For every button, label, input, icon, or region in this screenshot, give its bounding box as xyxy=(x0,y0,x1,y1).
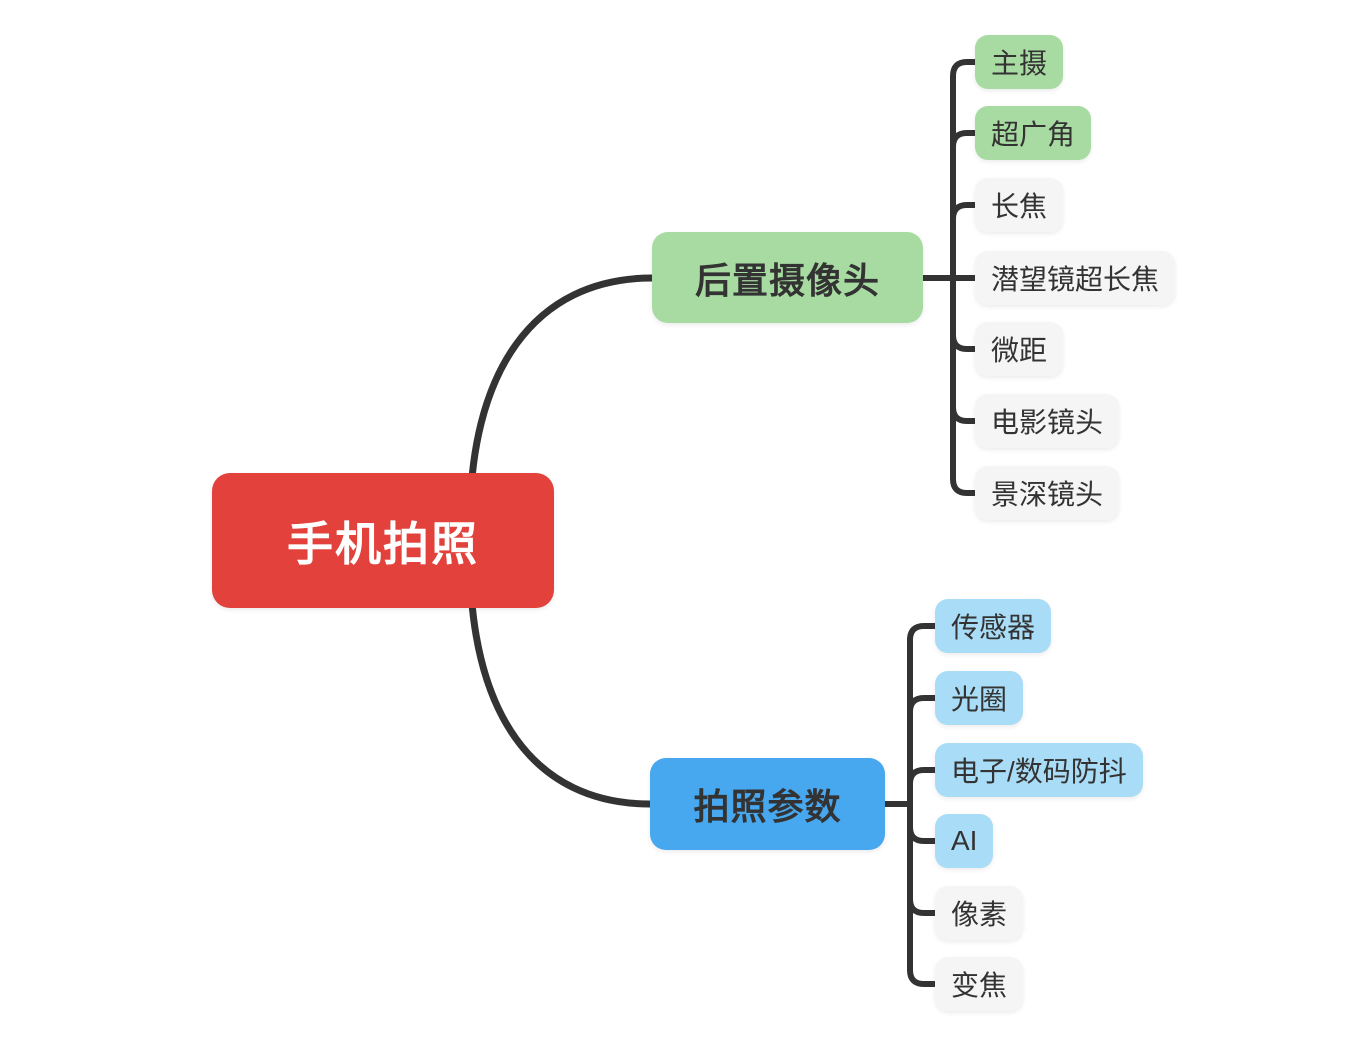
child-node-periscope-telephoto[interactable]: 潜望镜超长焦 xyxy=(975,251,1176,305)
edge-trunk-zoom xyxy=(907,801,938,987)
child-node-ultra-wide[interactable]: 超广角 xyxy=(975,106,1092,160)
child-node-sensor[interactable]: 传感器 xyxy=(935,599,1052,653)
edge-trunk-ultra-wide xyxy=(950,130,978,281)
branch-node-rear-camera[interactable]: 后置摄像头 xyxy=(652,232,923,323)
edge-trunk-macro xyxy=(950,275,978,352)
edge-trunk-aperture xyxy=(907,695,938,807)
child-node-main-camera[interactable]: 主摄 xyxy=(975,35,1064,89)
edge-root-rear-camera xyxy=(466,274,656,534)
edge-trunk-sensor xyxy=(907,623,938,807)
edge-trunk-main-camera xyxy=(950,59,978,281)
child-node-telephoto[interactable]: 长焦 xyxy=(975,178,1064,232)
child-node-depth-lens[interactable]: 景深镜头 xyxy=(975,466,1120,520)
child-node-macro[interactable]: 微距 xyxy=(975,322,1064,376)
child-node-pixels[interactable]: 像素 xyxy=(935,886,1024,940)
edge-trunk-depth-lens xyxy=(950,275,978,496)
child-node-zoom[interactable]: 变焦 xyxy=(935,957,1024,1011)
root-node[interactable]: 手机拍照 xyxy=(212,473,554,608)
child-node-cinema-lens[interactable]: 电影镜头 xyxy=(975,394,1120,448)
edge-trunk-ai xyxy=(907,801,938,844)
edge-root-photo-params xyxy=(466,546,654,808)
edge-trunk-telephoto xyxy=(950,202,978,281)
child-node-ai[interactable]: AI xyxy=(935,814,994,868)
edge-trunk-pixels xyxy=(907,801,938,916)
edge-trunk-stabilization xyxy=(907,767,938,807)
child-node-aperture[interactable]: 光圈 xyxy=(935,671,1024,725)
child-node-stabilization[interactable]: 电子/数码防抖 xyxy=(935,743,1143,797)
branch-node-photo-params[interactable]: 拍照参数 xyxy=(650,758,885,850)
